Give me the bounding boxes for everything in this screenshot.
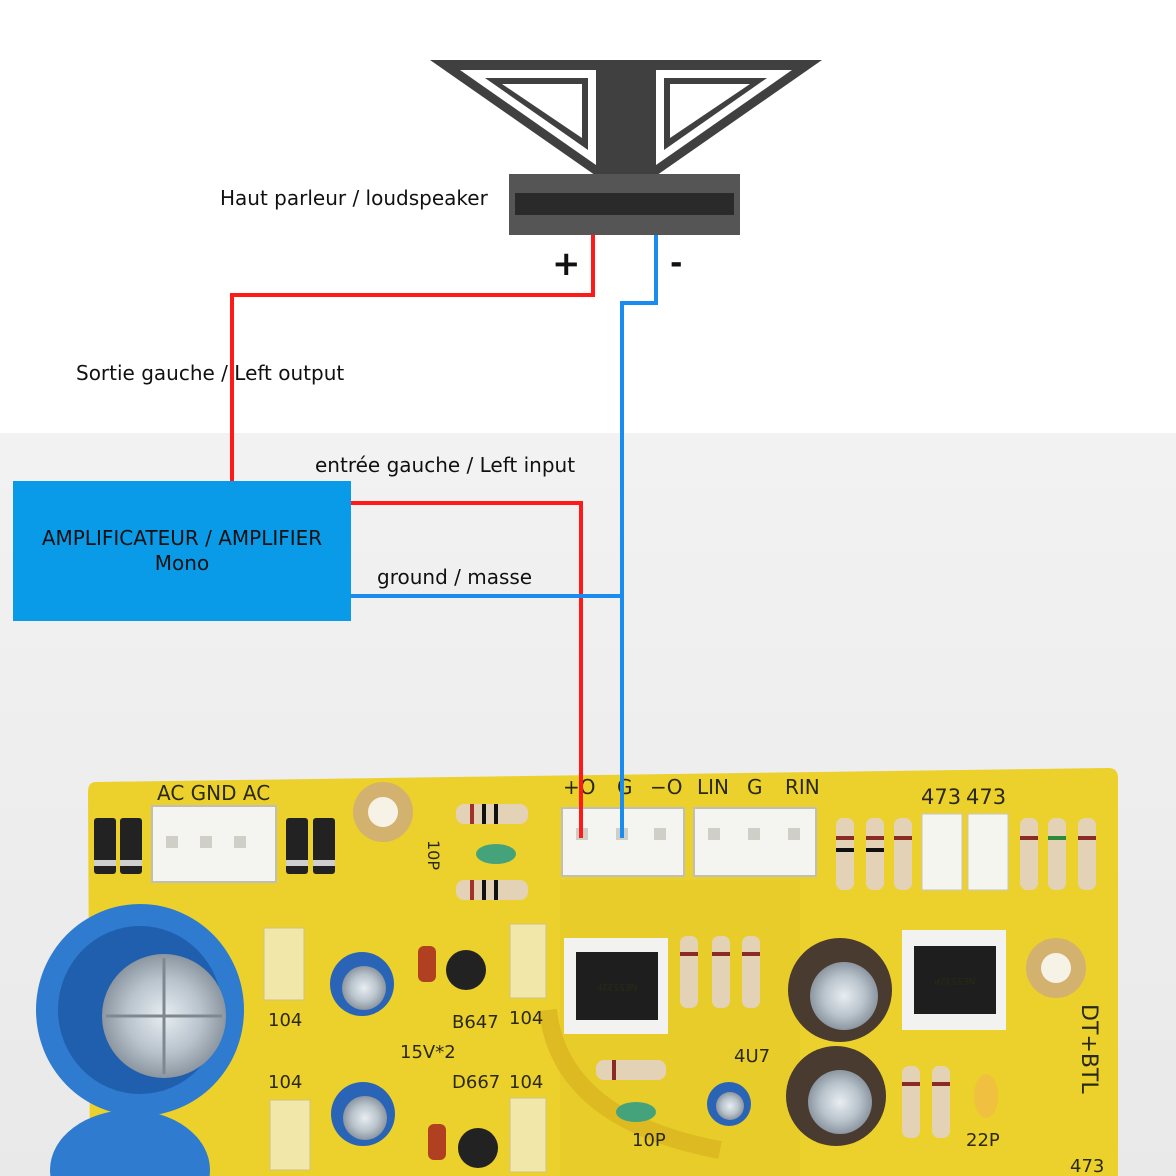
pcb-label-10p-top: 10P (424, 840, 443, 870)
pcb-label-473-a: 473 (921, 785, 961, 809)
pcb-label-out-g: G (617, 775, 633, 799)
resistor (456, 804, 1096, 1138)
pcb-label-22p: 22P (966, 1130, 1000, 1151)
pcb-label-out-minus: −O (650, 775, 683, 799)
electrolytic-capacitor-large (36, 904, 244, 1176)
pcb-label-15v: 15V*2 (400, 1042, 456, 1063)
mounting-hole (353, 782, 1086, 998)
connector-ac (151, 805, 277, 883)
pcb-label-lin: LIN (697, 775, 729, 799)
ic-left-label: NE5532P (596, 981, 637, 991)
pcb-label-d667: D667 (452, 1072, 500, 1093)
pcb-label-10p-bottom: 10P (632, 1130, 666, 1151)
electrolytic-capacitor-brown (786, 938, 892, 1146)
diode (94, 818, 335, 874)
electrolytic-capacitor-small (330, 952, 751, 1146)
loudspeaker-icon (430, 60, 822, 235)
wire-positive (230, 235, 595, 481)
left-input-label: entrée gauche / Left input (315, 453, 576, 477)
wire-input (351, 501, 583, 838)
transistor (418, 946, 498, 1168)
ic-chip-left: NE5532P (564, 938, 668, 1034)
connector-input (693, 807, 817, 877)
film-capacitor (263, 813, 1009, 1173)
ic-right-label: NE5532P (934, 975, 975, 985)
plus-terminal-label: + (552, 244, 581, 284)
pcb-label-dt-btl: DT+BTL (1076, 1004, 1101, 1094)
pcb-label-104-d: 104 (509, 1072, 543, 1093)
speaker-label: Haut parleur / loudspeaker (220, 186, 488, 210)
ic-chip-right: NE5532P (902, 930, 1006, 1030)
pcb-label-104-c: 104 (268, 1072, 302, 1093)
pcb-label-b647: B647 (452, 1012, 499, 1033)
left-output-label: Sortie gauche / Left output (76, 361, 345, 385)
ground-label: ground / masse (377, 565, 533, 589)
pcb-label-104-a: 104 (268, 1010, 302, 1031)
pcb-label-ac-gnd-ac: AC GND AC (157, 781, 270, 805)
pcb-label-473-b: 473 (966, 785, 1006, 809)
pcb-label-104-b: 104 (509, 1008, 543, 1029)
minus-terminal-label: - (670, 246, 683, 281)
wire-negative (620, 235, 658, 838)
amplifier-box: AMPLIFICATEUR / AMPLIFIER Mono (13, 481, 351, 621)
pcb-label-473-bottom: 473 (1070, 1156, 1104, 1176)
pcb-label-rin: RIN (785, 775, 820, 799)
amplifier-mode: Mono (154, 551, 210, 575)
ceramic-capacitor (476, 844, 998, 1122)
pcb-label-in-g: G (747, 775, 763, 799)
amplifier-title: AMPLIFICATEUR / AMPLIFIER (41, 526, 323, 550)
pcb-label-4u7: 4U7 (734, 1046, 770, 1067)
